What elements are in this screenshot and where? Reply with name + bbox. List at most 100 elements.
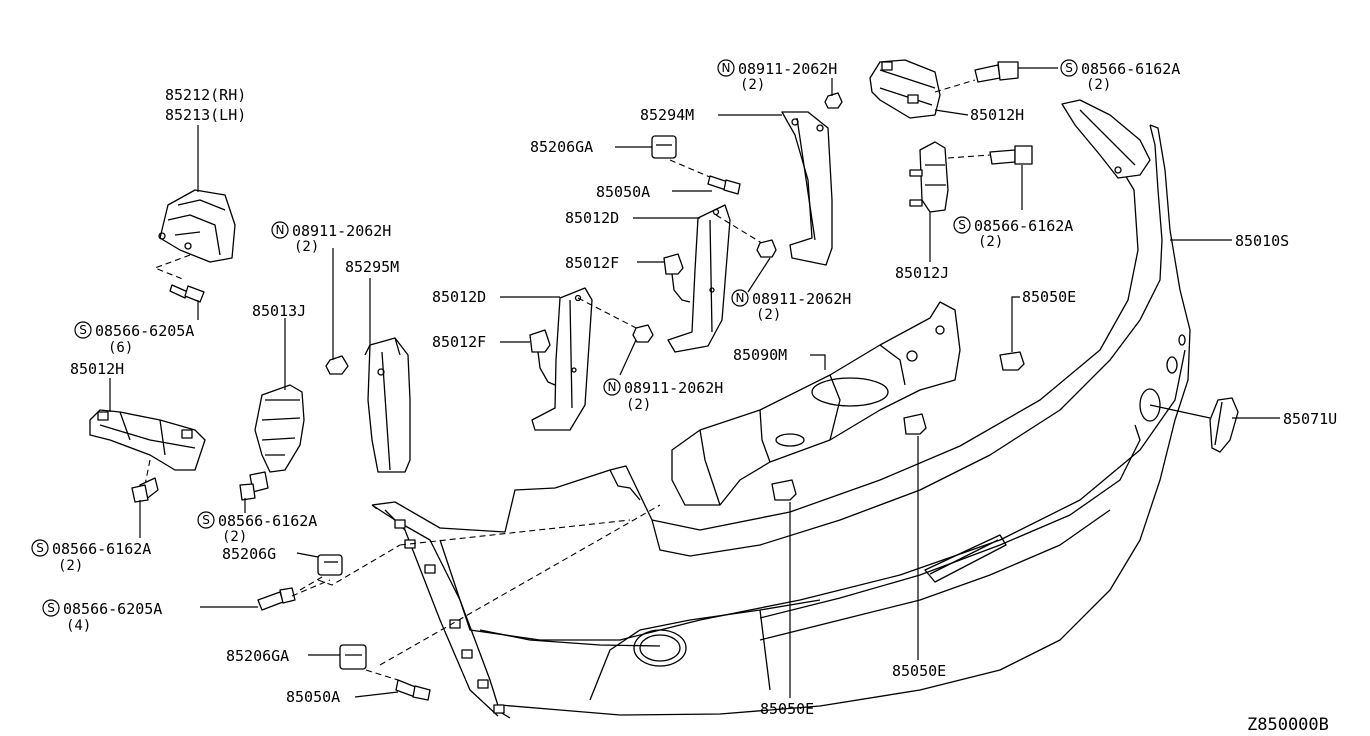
label-85212: 85212(RH): [165, 86, 246, 104]
label-qty: (2): [58, 558, 83, 574]
bolt: [131, 477, 159, 503]
label-85050A-low: 85050A: [286, 688, 340, 706]
diagram-code: Z850000B: [1247, 715, 1329, 735]
nut-symbol: N: [271, 221, 289, 239]
label-85206GA-top: 85206GA: [530, 138, 593, 156]
nut: [632, 324, 654, 343]
label-85012F-left: 85012F: [432, 333, 486, 351]
clip-e: [999, 351, 1025, 371]
bumper-bracket-right: [869, 59, 941, 119]
screw-symbol: S: [42, 599, 60, 617]
label-85012J: 85012J: [895, 264, 949, 282]
nut: [824, 92, 843, 109]
bolt: [257, 587, 296, 611]
bracket-j: [909, 141, 949, 213]
clip: [651, 135, 677, 159]
label-08566-6162A-left: 08566-6162A: [52, 540, 151, 558]
label-08566-6205A-low: 08566-6205A: [63, 600, 162, 618]
bolt: [974, 61, 1019, 83]
screw-symbol: S: [1060, 59, 1078, 77]
label-qty: (2): [756, 307, 781, 323]
label-85071U: 85071U: [1283, 410, 1337, 428]
screw-symbol: S: [31, 539, 49, 557]
label-85012F-right: 85012F: [565, 254, 619, 272]
label-85050A-top: 85050A: [596, 183, 650, 201]
nut: [325, 355, 349, 375]
svg-text:S: S: [47, 601, 55, 615]
side-retainer-right: [1061, 99, 1151, 179]
label-85050E-bottom-right: 85050E: [892, 662, 946, 680]
label-08911-2062H-left: 08911-2062H: [292, 222, 391, 240]
label-qty: (2): [222, 529, 247, 545]
label-08911-2062H-top: 08911-2062H: [738, 60, 837, 78]
label-85206GA-low: 85206GA: [226, 647, 289, 665]
energy-absorber: [671, 301, 961, 506]
leader-lines: [109, 67, 1280, 698]
label-85050E-bottom-left: 85050E: [760, 700, 814, 718]
label-08566-6162A-top: 08566-6162A: [1081, 60, 1180, 78]
svg-text:S: S: [79, 323, 87, 337]
screw-symbol: S: [197, 511, 215, 529]
bolt: [395, 679, 431, 701]
label-qty: (2): [1086, 77, 1111, 93]
label-85050E-top: 85050E: [1022, 288, 1076, 306]
label-08911-2062H-right: 08911-2062H: [752, 290, 851, 308]
label-qty: (4): [66, 618, 91, 634]
bolt: [707, 175, 741, 195]
label-08911-2062H-mid: 08911-2062H: [624, 379, 723, 397]
label-85294M: 85294M: [640, 106, 694, 124]
label-qty: (2): [294, 239, 319, 255]
label-qty: (2): [978, 234, 1003, 250]
label-qty: (2): [626, 397, 651, 413]
bracket-d-right: [667, 204, 731, 353]
clip: [339, 644, 367, 670]
svg-text:S: S: [1065, 61, 1073, 75]
svg-text:N: N: [722, 61, 731, 75]
svg-text:S: S: [958, 218, 966, 232]
clip: [663, 253, 691, 303]
rear-lamp-housing: [158, 189, 236, 263]
side-bracket: [254, 384, 305, 473]
label-85295M: 85295M: [345, 258, 399, 276]
nut-symbol: N: [603, 378, 621, 396]
bolt: [989, 145, 1033, 165]
svg-text:N: N: [736, 291, 745, 305]
screw-symbol: S: [74, 321, 92, 339]
label-85013J: 85013J: [252, 302, 306, 320]
clip-e: [771, 479, 797, 501]
part-labels: 85212(RH) 85213(LH) 08566-6205A (6) 8501…: [52, 60, 1337, 735]
bracket-d-left: [531, 287, 593, 431]
label-85213: 85213(LH): [165, 106, 246, 124]
label-85090M: 85090M: [733, 346, 787, 364]
bumper-stay-right: [781, 111, 833, 266]
bumper-bracket-left: [89, 409, 206, 471]
clip-e: [903, 413, 927, 435]
svg-text:S: S: [36, 541, 44, 555]
label-08566-6162A-mid: 08566-6162A: [218, 512, 317, 530]
label-08566-6162A-right: 08566-6162A: [974, 217, 1073, 235]
nut-symbol: N: [717, 59, 735, 77]
label-85012D-left: 85012D: [432, 288, 486, 306]
label-qty: (6): [108, 340, 133, 356]
tow-hook-cover: [1209, 397, 1239, 453]
svg-text:S: S: [202, 513, 210, 527]
nut: [756, 239, 777, 258]
svg-text:N: N: [276, 223, 285, 237]
label-85012H-left: 85012H: [70, 360, 124, 378]
bolt: [169, 284, 205, 303]
rear-bumper-fascia: [371, 124, 1191, 719]
label-85012D-right: 85012D: [565, 209, 619, 227]
bumper-stay-left: [364, 337, 411, 473]
bolt: [239, 471, 269, 501]
svg-text:N: N: [608, 380, 617, 394]
nut-symbol: N: [731, 289, 749, 307]
clip: [317, 554, 343, 576]
label-85010S: 85010S: [1235, 232, 1289, 250]
label-qty: (2): [740, 77, 765, 93]
clip: [529, 329, 556, 386]
label-85206G: 85206G: [222, 545, 276, 563]
screw-symbol: S: [953, 216, 971, 234]
label-08566-6205A-top: 08566-6205A: [95, 322, 194, 340]
label-85012H-right: 85012H: [970, 106, 1024, 124]
